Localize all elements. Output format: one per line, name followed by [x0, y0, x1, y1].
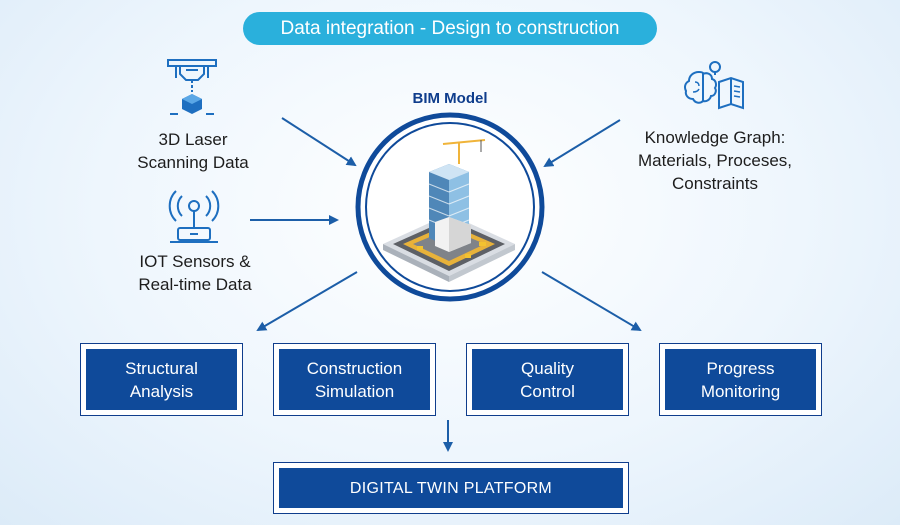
laser-label-line2: Scanning Data [137, 153, 249, 172]
structural-line2: Analysis [129, 381, 194, 401]
construction-line2: Simulation [314, 381, 395, 401]
arrow-knowledge-to-bim [543, 119, 621, 168]
bim-model-title: BIM Model [412, 90, 488, 107]
progress-line2: Monitoring [700, 381, 781, 401]
knowledge-label-line2: Materials, Proceses, [638, 151, 792, 170]
brain-book-icon [684, 61, 744, 110]
arrow-bim-to-progress [541, 271, 642, 332]
progress-line1: Progress [706, 358, 775, 378]
construction-line1: Construction [306, 358, 403, 378]
knowledge-label-line3: Constraints [672, 174, 758, 193]
laser-scanner-icon [167, 59, 217, 115]
arrow-laser-to-bim [281, 117, 357, 167]
digital-twin-platform-box: DIGITAL TWIN PLATFORM [273, 462, 629, 514]
knowledge-graph-label: Knowledge Graph: Materials, Proceses, Co… [615, 126, 815, 195]
knowledge-label-line1: Knowledge Graph: [644, 128, 786, 147]
iot-sensors-label: IOT Sensors & Real-time Data [125, 250, 265, 296]
building-model-icon [383, 139, 515, 282]
laser-label-line1: 3D Laser [158, 130, 228, 149]
bim-model-circle [355, 112, 545, 302]
iot-label-line1: IOT Sensors & [139, 252, 251, 271]
laser-scanning-label: 3D Laser Scanning Data [128, 128, 258, 174]
digital-twin-platform-label: DIGITAL TWIN PLATFORM [279, 468, 623, 508]
arrow-bim-to-structural [256, 271, 358, 332]
antenna-sensor-icon [168, 190, 220, 243]
diagram-title: Data integration - Design to constructio… [243, 12, 657, 45]
iot-label-line2: Real-time Data [138, 275, 252, 294]
structural-line1: Structural [125, 358, 198, 378]
quality-line1: Quality [521, 358, 574, 378]
quality-line2: Control [520, 381, 575, 401]
